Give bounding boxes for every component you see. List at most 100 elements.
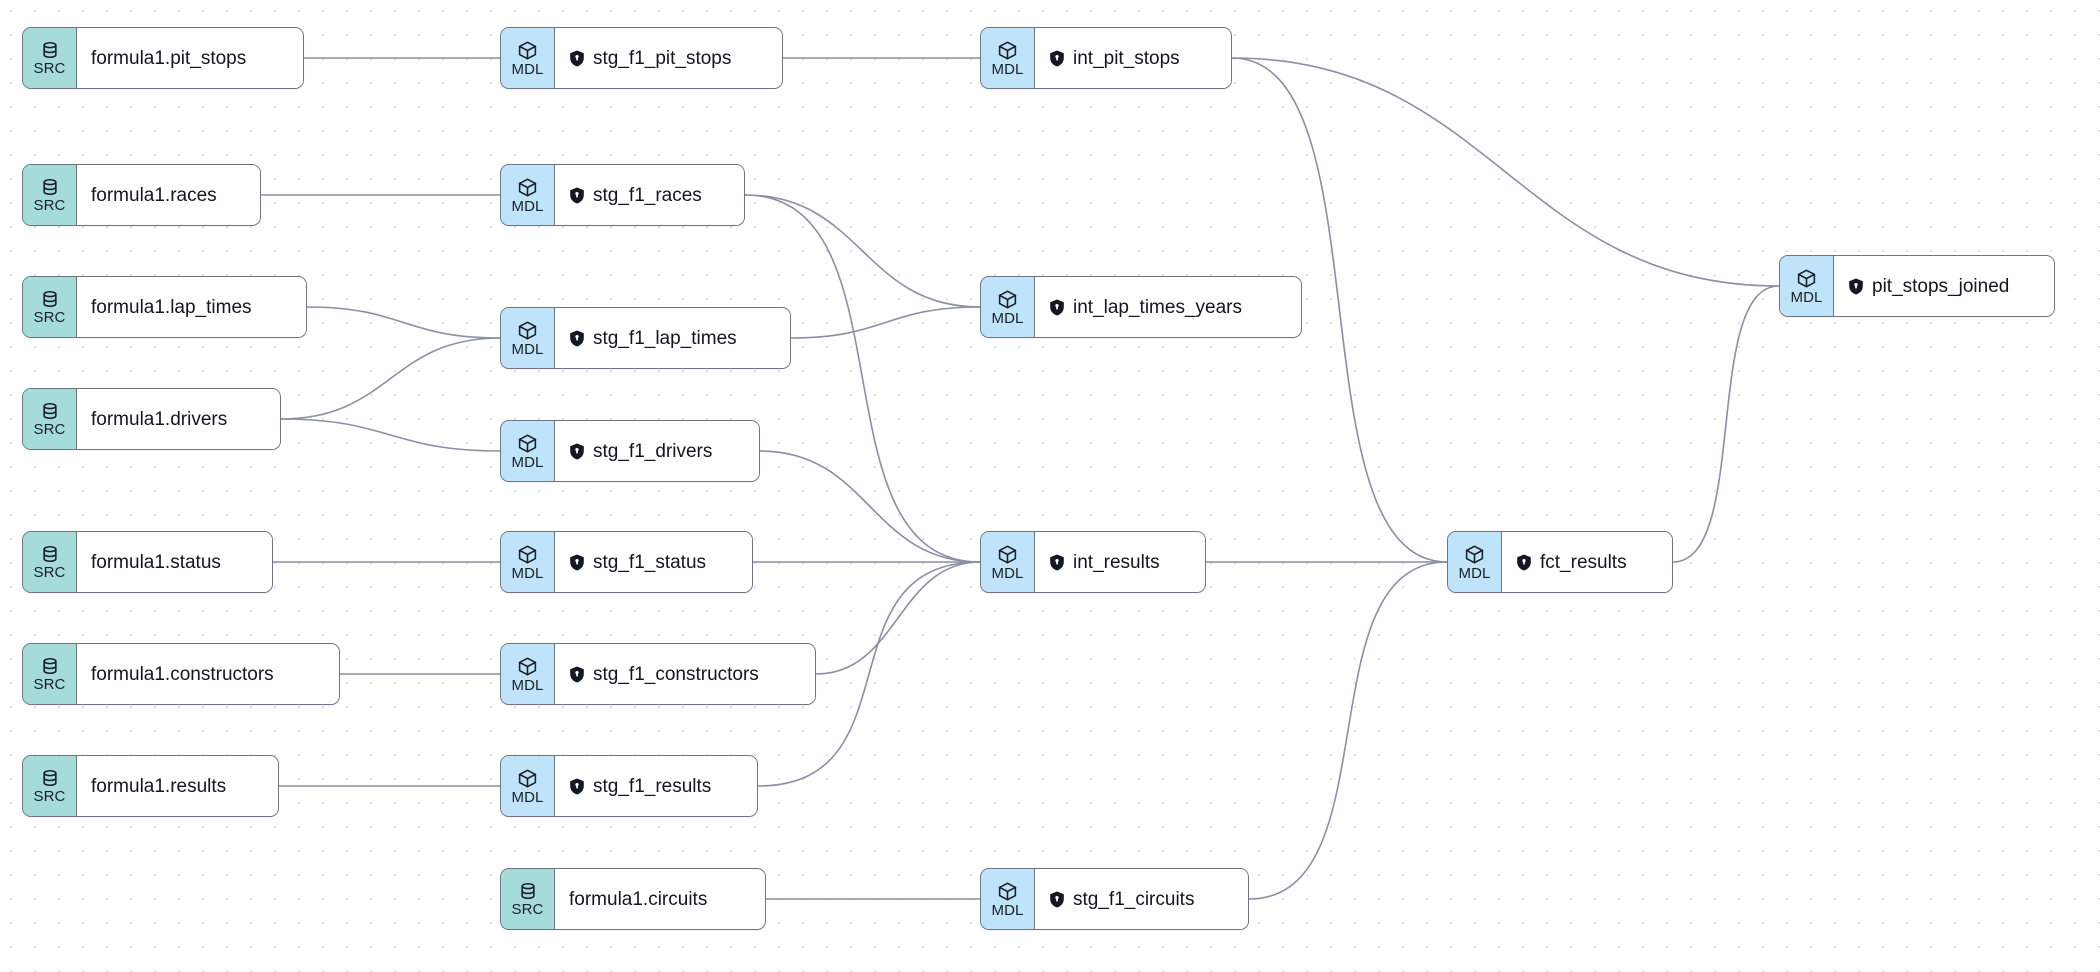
node-label: formula1.circuits xyxy=(569,888,708,910)
model-badge: MDL xyxy=(981,277,1035,337)
node-label: formula1.results xyxy=(91,775,227,797)
node-label: formula1.lap_times xyxy=(91,296,252,318)
node-body: formula1.status xyxy=(77,532,272,592)
source-badge-label: SRC xyxy=(33,564,66,581)
source-badge: SRC xyxy=(23,28,77,88)
database-icon xyxy=(40,656,60,676)
model-badge-label: MDL xyxy=(991,564,1024,582)
node-label: stg_f1_circuits xyxy=(1073,888,1195,910)
node-label: pit_stops_joined xyxy=(1872,275,2010,297)
node-body: formula1.constructors xyxy=(77,644,339,704)
shield-icon xyxy=(569,554,585,571)
graph-node-stg_constructors[interactable]: MDL stg_f1_constructors xyxy=(500,643,816,705)
node-body: formula1.results xyxy=(77,756,278,816)
edge-src_lap_times-to-stg_lap_times xyxy=(306,306,501,339)
edge-stg_races-to-int_results xyxy=(744,194,981,563)
source-badge: SRC xyxy=(23,165,77,225)
graph-node-stg_status[interactable]: MDL stg_f1_status xyxy=(500,531,753,593)
model-badge: MDL xyxy=(501,532,555,592)
model-badge: MDL xyxy=(981,28,1035,88)
shield-icon xyxy=(569,443,585,460)
node-body: stg_f1_status xyxy=(555,532,752,592)
edge-fct_results-to-pit_stops_joined xyxy=(1672,285,1780,563)
node-body: fct_results xyxy=(1502,532,1672,592)
graph-node-fct_results[interactable]: MDL fct_results xyxy=(1447,531,1673,593)
node-label: fct_results xyxy=(1540,551,1627,573)
graph-node-stg_results[interactable]: MDL stg_f1_results xyxy=(500,755,758,817)
node-label: int_lap_times_years xyxy=(1073,296,1242,318)
graph-node-int_lap_times_years[interactable]: MDL int_lap_times_years xyxy=(980,276,1302,338)
graph-node-src_status[interactable]: SRC formula1.status xyxy=(22,531,273,593)
graph-node-int_results[interactable]: MDL int_results xyxy=(980,531,1206,593)
node-body: stg_f1_circuits xyxy=(1035,869,1248,929)
cube-icon xyxy=(517,768,538,789)
graph-node-src_results[interactable]: SRC formula1.results xyxy=(22,755,279,817)
graph-node-src_drivers[interactable]: SRC formula1.drivers xyxy=(22,388,281,450)
shield-icon xyxy=(569,187,585,204)
model-badge-label: MDL xyxy=(511,564,544,582)
model-badge: MDL xyxy=(501,165,555,225)
node-label: stg_f1_results xyxy=(593,775,712,797)
shield-icon xyxy=(1848,278,1864,295)
cube-icon xyxy=(997,881,1018,902)
node-body: stg_f1_pit_stops xyxy=(555,28,782,88)
source-badge-label: SRC xyxy=(33,309,66,326)
cube-icon xyxy=(997,289,1018,310)
graph-node-src_lap_times[interactable]: SRC formula1.lap_times xyxy=(22,276,307,338)
database-icon xyxy=(40,289,60,309)
shield-icon xyxy=(1049,891,1065,908)
source-badge-label: SRC xyxy=(33,676,66,693)
shield-icon xyxy=(569,50,585,67)
shield-icon xyxy=(1049,50,1065,67)
model-badge: MDL xyxy=(501,756,555,816)
database-icon xyxy=(40,768,60,788)
model-badge-label: MDL xyxy=(511,676,544,694)
model-badge: MDL xyxy=(1448,532,1502,592)
model-badge-label: MDL xyxy=(511,788,544,806)
database-icon xyxy=(518,881,538,901)
node-label: int_pit_stops xyxy=(1073,47,1180,69)
node-body: pit_stops_joined xyxy=(1834,256,2054,316)
edge-int_pit_stops-to-pit_stops_joined xyxy=(1231,57,1780,287)
node-body: stg_f1_constructors xyxy=(555,644,815,704)
graph-node-int_pit_stops[interactable]: MDL int_pit_stops xyxy=(980,27,1232,89)
node-body: int_lap_times_years xyxy=(1035,277,1301,337)
graph-node-pit_stops_joined[interactable]: MDL pit_stops_joined xyxy=(1779,255,2055,317)
node-label: formula1.drivers xyxy=(91,408,228,430)
edge-stg_drivers-to-int_results xyxy=(759,450,981,563)
source-badge: SRC xyxy=(23,644,77,704)
node-body: stg_f1_results xyxy=(555,756,757,816)
database-icon xyxy=(40,177,60,197)
shield-icon xyxy=(569,330,585,347)
node-label: stg_f1_pit_stops xyxy=(593,47,732,69)
source-badge: SRC xyxy=(23,277,77,337)
model-badge: MDL xyxy=(501,644,555,704)
shield-icon xyxy=(1049,554,1065,571)
cube-icon xyxy=(997,544,1018,565)
graph-node-src_constructors[interactable]: SRC formula1.constructors xyxy=(22,643,340,705)
source-badge-label: SRC xyxy=(33,421,66,438)
model-badge-label: MDL xyxy=(991,309,1024,327)
database-icon xyxy=(40,544,60,564)
model-badge: MDL xyxy=(501,421,555,481)
cube-icon xyxy=(997,40,1018,61)
node-label: stg_f1_status xyxy=(593,551,707,573)
node-body: int_results xyxy=(1035,532,1205,592)
source-badge: SRC xyxy=(501,869,555,929)
graph-node-src_circuits[interactable]: SRC formula1.circuits xyxy=(500,868,766,930)
database-icon xyxy=(40,401,60,421)
edge-stg_races-to-int_lap_times_years xyxy=(744,194,981,308)
model-badge: MDL xyxy=(1780,256,1834,316)
source-badge: SRC xyxy=(23,389,77,449)
source-badge-label: SRC xyxy=(33,197,66,214)
source-badge: SRC xyxy=(23,756,77,816)
